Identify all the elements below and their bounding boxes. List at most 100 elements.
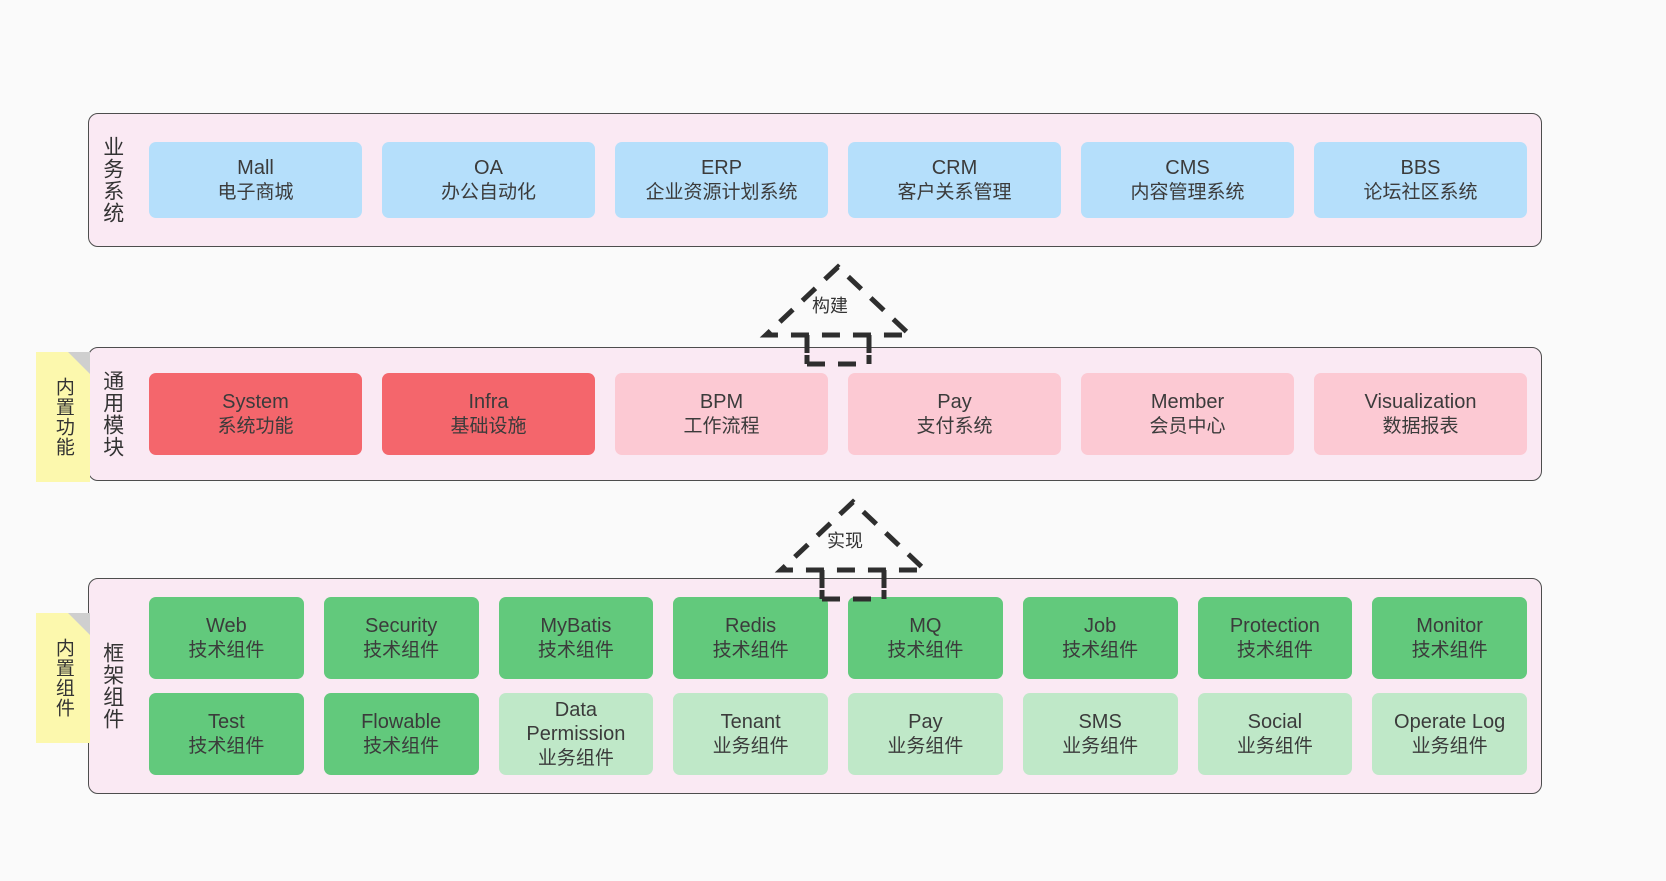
card-row-business: Test 技术组件 Flowable 技术组件 Data Permission … — [149, 693, 1527, 775]
card-protection[interactable]: Protection 技术组件 — [1197, 597, 1353, 679]
card-title: BBS — [1400, 157, 1441, 180]
card-subtitle: 技术组件 — [1411, 639, 1488, 661]
card-subtitle: 客户关系管理 — [897, 181, 1012, 203]
note-fold-corner — [68, 352, 90, 374]
card-title: CMS — [1165, 157, 1210, 180]
card-row: System 系统功能 Infra 基础设施 BPM 工作流程 Pay 支付系统… — [149, 373, 1527, 455]
card-subtitle: 会员中心 — [1149, 415, 1226, 437]
card-crm[interactable]: CRM 客户关系管理 — [848, 142, 1061, 218]
card-subtitle: 技术组件 — [188, 639, 265, 661]
card-visualization[interactable]: Visualization 数据报表 — [1314, 373, 1527, 455]
card-bbs[interactable]: BBS 论坛社区系统 — [1314, 142, 1527, 218]
card-subtitle: 业务组件 — [1411, 735, 1488, 757]
card-subtitle: 技术组件 — [363, 639, 440, 661]
card-subtitle: 业务组件 — [887, 735, 964, 757]
card-title: Data Permission — [526, 699, 626, 746]
layer-frame-caption: 框架组件 — [100, 642, 124, 730]
card-title: Monitor — [1416, 615, 1483, 638]
card-subtitle: 支付系统 — [916, 415, 993, 437]
card-monitor[interactable]: Monitor 技术组件 — [1372, 597, 1527, 679]
card-security[interactable]: Security 技术组件 — [323, 597, 479, 679]
card-subtitle: 内容管理系统 — [1130, 181, 1245, 203]
connector-implement-arrow — [774, 498, 932, 590]
layer-business-body: Mall 电子商城 OA 办公自动化 ERP 企业资源计划系统 CRM 客户关系… — [135, 114, 1541, 246]
card-subtitle: 企业资源计划系统 — [645, 181, 798, 203]
card-sms[interactable]: SMS 业务组件 — [1022, 693, 1178, 775]
card-title: Member — [1150, 391, 1225, 414]
layer-business-caption: 业务系统 — [100, 136, 124, 224]
card-subtitle: 技术组件 — [188, 735, 265, 757]
card-mq[interactable]: MQ 技术组件 — [848, 597, 1003, 679]
card-test[interactable]: Test 技术组件 — [149, 693, 304, 775]
card-title: Redis — [725, 615, 777, 638]
card-title: Security — [365, 615, 438, 638]
card-web[interactable]: Web 技术组件 — [149, 597, 304, 679]
card-title: MyBatis — [540, 615, 612, 638]
card-title: Social — [1247, 711, 1303, 734]
card-title: ERP — [700, 157, 743, 180]
card-subtitle: 技术组件 — [887, 639, 964, 661]
card-title: BPM — [699, 391, 744, 414]
card-subtitle: 技术组件 — [537, 639, 614, 661]
card-subtitle: 业务组件 — [712, 735, 789, 757]
card-bpm[interactable]: BPM 工作流程 — [615, 373, 828, 455]
card-flowable[interactable]: Flowable 技术组件 — [323, 693, 479, 775]
card-title: CRM — [931, 157, 978, 180]
note-fold-corner — [68, 613, 90, 635]
card-subtitle: 业务组件 — [1236, 735, 1313, 757]
card-title: Protection — [1229, 615, 1320, 638]
note-builtin-components: 内置组件 — [36, 613, 90, 743]
card-title: SMS — [1078, 711, 1122, 734]
layer-modules-body: System 系统功能 Infra 基础设施 BPM 工作流程 Pay 支付系统… — [135, 348, 1541, 480]
card-subtitle: 技术组件 — [1236, 639, 1313, 661]
connector-build-label: 构建 — [812, 296, 848, 316]
card-job[interactable]: Job 技术组件 — [1022, 597, 1178, 679]
card-title: Flowable — [361, 711, 442, 734]
layer-business-systems: 业务系统 Mall 电子商城 OA 办公自动化 ERP 企业资源计划系统 CRM… — [88, 113, 1542, 247]
card-title: MQ — [909, 615, 942, 638]
card-infra[interactable]: Infra 基础设施 — [382, 373, 595, 455]
card-subtitle: 业务组件 — [1062, 735, 1139, 757]
card-subtitle: 论坛社区系统 — [1363, 181, 1478, 203]
card-subtitle: 技术组件 — [712, 639, 789, 661]
card-data-permission[interactable]: Data Permission 业务组件 — [498, 693, 654, 775]
card-subtitle: 基础设施 — [450, 415, 527, 437]
connector-implement-shaft — [819, 590, 887, 602]
connector-implement-label: 实现 — [827, 531, 863, 551]
card-redis[interactable]: Redis 技术组件 — [673, 597, 828, 679]
card-row: Mall 电子商城 OA 办公自动化 ERP 企业资源计划系统 CRM 客户关系… — [149, 142, 1527, 218]
card-social[interactable]: Social 业务组件 — [1197, 693, 1353, 775]
card-tenant[interactable]: Tenant 业务组件 — [673, 693, 828, 775]
card-subtitle: 系统功能 — [217, 415, 294, 437]
card-title: Visualization — [1364, 391, 1477, 414]
card-subtitle: 电子商城 — [217, 181, 294, 203]
layer-common-modules: 通用模块 System 系统功能 Infra 基础设施 BPM 工作流程 Pay… — [88, 347, 1542, 481]
card-system[interactable]: System 系统功能 — [149, 373, 362, 455]
card-cms[interactable]: CMS 内容管理系统 — [1081, 142, 1294, 218]
note-label: 内置组件 — [52, 638, 74, 718]
card-pay-component[interactable]: Pay 业务组件 — [848, 693, 1003, 775]
card-operate-log[interactable]: Operate Log 业务组件 — [1372, 693, 1527, 775]
card-member[interactable]: Member 会员中心 — [1081, 373, 1294, 455]
card-pay-module[interactable]: Pay 支付系统 — [848, 373, 1061, 455]
card-title: Pay — [908, 711, 943, 734]
card-subtitle: 技术组件 — [363, 735, 440, 757]
connector-build-arrow — [759, 263, 917, 355]
card-erp[interactable]: ERP 企业资源计划系统 — [615, 142, 828, 218]
card-title: Job — [1084, 615, 1117, 638]
card-title: Operate Log — [1394, 711, 1506, 734]
card-subtitle: 数据报表 — [1382, 415, 1459, 437]
card-oa[interactable]: OA 办公自动化 — [382, 142, 595, 218]
card-subtitle: 技术组件 — [1062, 639, 1139, 661]
card-mall[interactable]: Mall 电子商城 — [149, 142, 362, 218]
card-mybatis[interactable]: MyBatis 技术组件 — [498, 597, 654, 679]
layer-frame-body: Web 技术组件 Security 技术组件 MyBatis 技术组件 Redi… — [135, 579, 1541, 793]
note-label: 内置功能 — [52, 377, 74, 457]
connector-build-shaft — [804, 355, 872, 367]
layer-framework-components: 框架组件 Web 技术组件 Security 技术组件 MyBatis 技术组件… — [88, 578, 1542, 794]
card-subtitle: 业务组件 — [537, 747, 614, 769]
card-subtitle: 工作流程 — [683, 415, 760, 437]
card-title: Test — [208, 711, 245, 734]
card-title: Pay — [937, 391, 972, 414]
